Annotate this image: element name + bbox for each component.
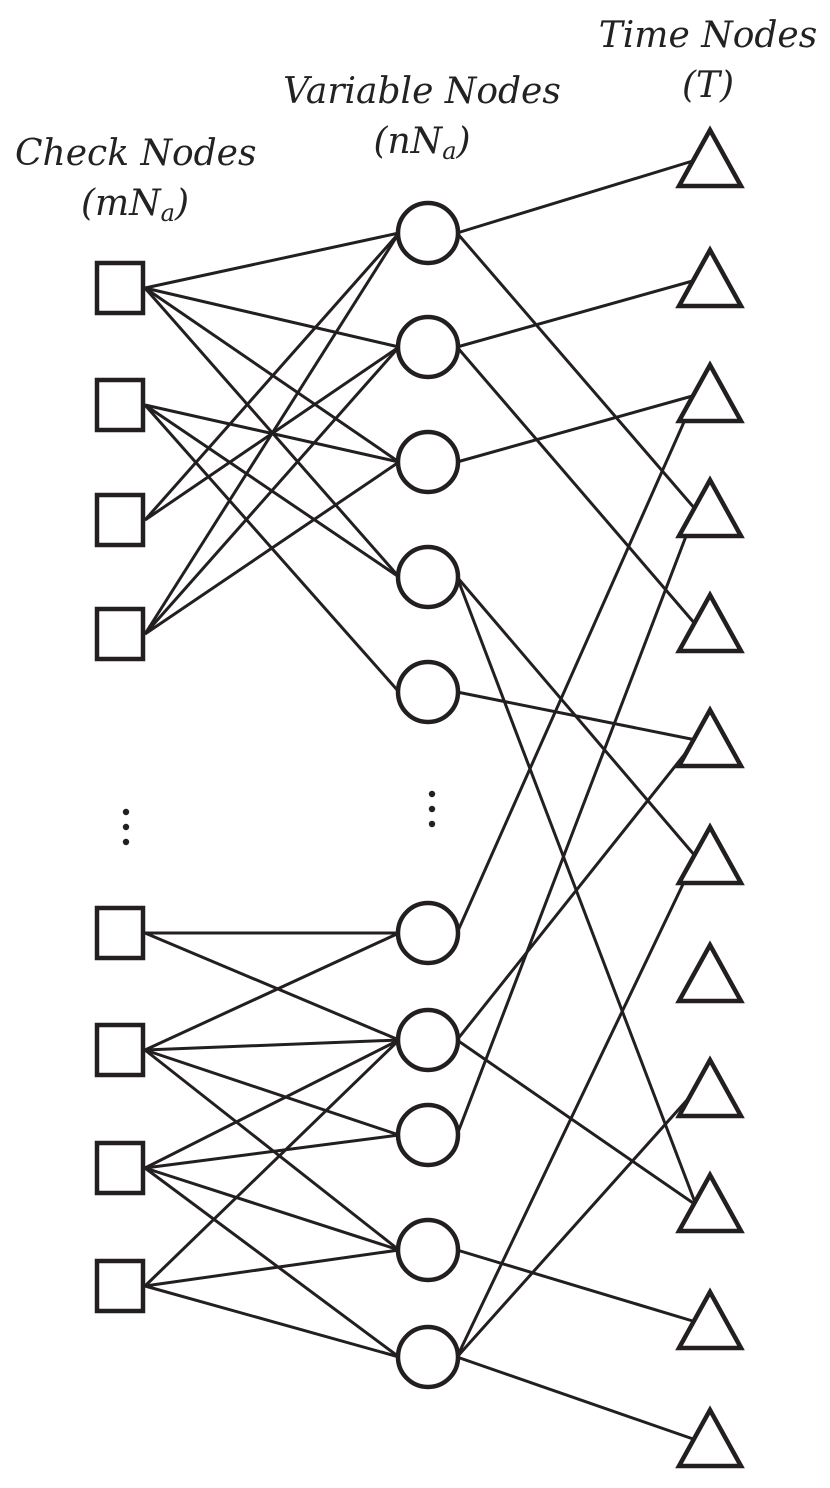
variable-node [395, 1217, 461, 1283]
time-node [675, 940, 745, 1004]
time-node [675, 1287, 745, 1351]
edge-check-4-variable-6 [144, 931, 400, 1042]
edge-variable-6-time-9 [456, 1038, 697, 1207]
edge-variable-0-time-3 [455, 232, 698, 511]
time-node [675, 125, 745, 189]
check-nodes-title: Check Nodes [15, 133, 257, 174]
edge-check-6-variable-7 [144, 1133, 400, 1170]
edge-check-7-variable-9 [144, 1284, 400, 1359]
edge-check-7-variable-8 [144, 1248, 400, 1288]
edge-variable-9-time-11 [456, 1355, 697, 1442]
variable-nodes-label: Variable Nodes (nNa) [272, 71, 572, 165]
check-node [94, 905, 146, 961]
variable-node [395, 544, 461, 610]
edge-check-3-variable-1 [143, 346, 401, 635]
edge-variable-0-time-0 [456, 158, 697, 235]
edge-variable-5-time-2 [455, 394, 698, 934]
variable-nodes-title: Variable Nodes [283, 71, 561, 112]
time-node [675, 475, 745, 539]
variable-node [395, 659, 461, 725]
edge-layer [143, 158, 698, 1442]
check-node [94, 606, 146, 662]
check-nodes-count: (mNa) [80, 183, 190, 227]
edge-check-7-variable-6 [143, 1038, 401, 1288]
check-node [94, 492, 146, 548]
check-nodes-label: Check Nodes (mNa) [15, 133, 257, 227]
edge-check-5-variable-5 [144, 931, 400, 1052]
edge-check-6-variable-9 [144, 1166, 400, 1359]
edge-variable-2-time-2 [456, 393, 697, 464]
variable-node [395, 200, 461, 266]
edge-variable-9-time-8 [455, 1088, 698, 1359]
time-node [675, 1055, 745, 1119]
variable-nodes-ellipsis [428, 790, 436, 828]
variable-node [395, 900, 461, 966]
edge-variable-7-time-3 [455, 509, 698, 1136]
variable-node [395, 314, 461, 380]
edge-check-0-variable-1 [144, 286, 400, 349]
edge-check-0-variable-0 [144, 231, 400, 290]
edge-variable-4-time-5 [456, 690, 697, 742]
edge-check-6-variable-8 [144, 1166, 400, 1252]
time-node [675, 360, 745, 424]
variable-nodes-count: (nNa) [373, 121, 471, 165]
time-node [675, 590, 745, 654]
edge-check-3-variable-0 [143, 232, 401, 635]
time-nodes-label: Time Nodes (T) [592, 18, 824, 104]
edge-variable-1-time-4 [455, 346, 698, 626]
edge-check-5-variable-6 [144, 1038, 400, 1052]
variable-node [395, 1007, 461, 1073]
node-layer [94, 125, 745, 1469]
time-node [675, 705, 745, 769]
edge-check-2-variable-0 [143, 232, 401, 521]
edge-check-6-variable-6 [144, 1038, 400, 1170]
variable-node [395, 429, 461, 495]
time-node [675, 1405, 745, 1469]
edge-variable-8-time-10 [456, 1248, 697, 1324]
edge-check-3-variable-2 [144, 460, 400, 636]
edge-variable-6-time-5 [455, 739, 698, 1041]
time-node [675, 245, 745, 309]
check-node [94, 260, 146, 316]
edge-variable-9-time-6 [455, 856, 698, 1358]
variable-node [395, 1324, 461, 1390]
check-node [94, 1022, 146, 1078]
variable-node [395, 1102, 461, 1168]
time-node [675, 1170, 745, 1234]
edge-variable-1-time-1 [456, 278, 697, 349]
check-nodes-ellipsis [122, 808, 130, 846]
time-nodes-count: (T) [681, 65, 735, 106]
check-node [94, 377, 146, 433]
time-nodes-title: Time Nodes [598, 15, 818, 56]
check-node [94, 1140, 146, 1196]
time-node [675, 822, 745, 886]
check-node [94, 1258, 146, 1314]
edge-check-5-variable-7 [144, 1048, 400, 1137]
